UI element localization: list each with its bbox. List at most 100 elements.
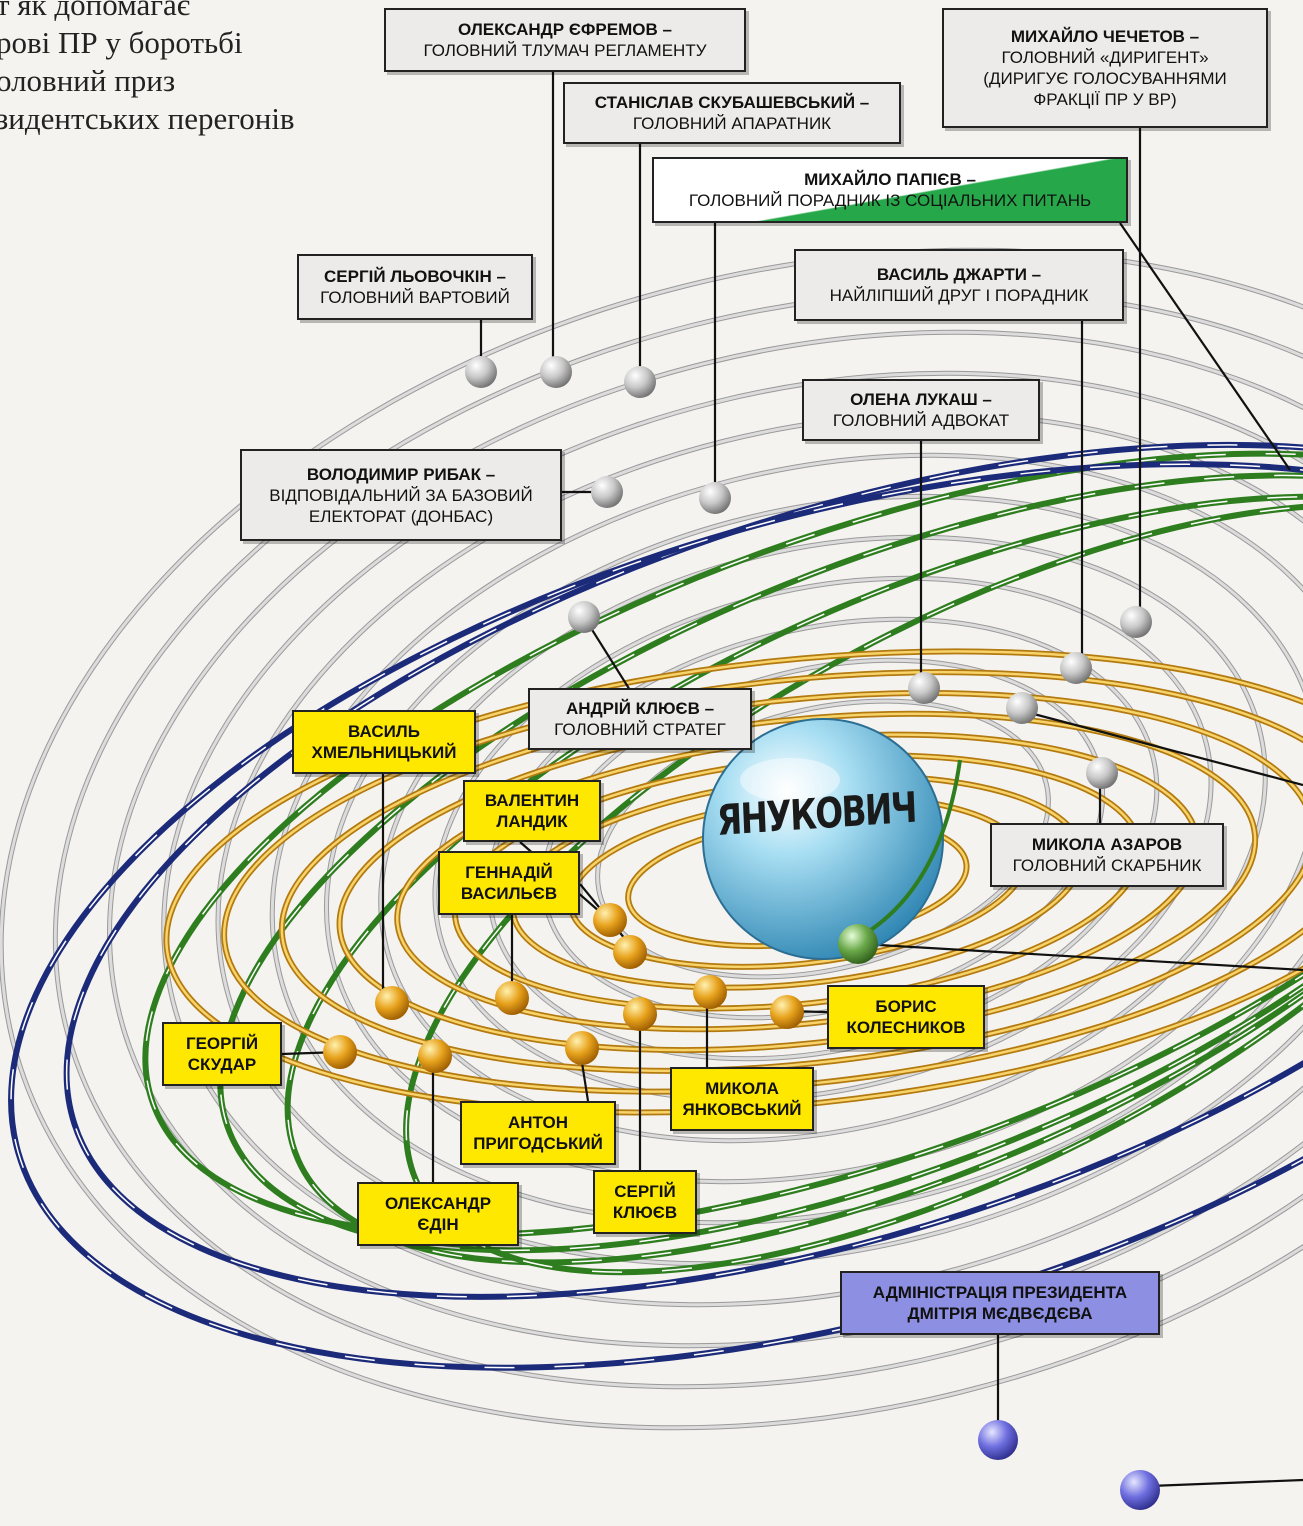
person-role: ГОЛОВНИЙ ТЛУМАЧ РЕГЛАМЕНТУ (423, 41, 707, 60)
person-name: СТАНІСЛАВ СКУБАШЕВСЬКИЙ – (594, 93, 870, 112)
person-name: ВАСИЛЬ (348, 722, 420, 741)
person-name: ЄДІН (417, 1215, 459, 1234)
grey-ball (908, 672, 940, 704)
large-orbit (217, 472, 1303, 1254)
violet-ball (1120, 1470, 1160, 1510)
grey-ball (465, 356, 497, 388)
label-skudar: ГЕОРГІЙ СКУДАР (162, 1022, 282, 1086)
label-rybak: ВОЛОДИМИР РИБАК – ВІДПОВІДАЛЬНИЙ ЗА БАЗО… (240, 449, 562, 541)
gold-ball (323, 1035, 357, 1069)
grey-ball (1006, 692, 1038, 724)
person-role: НАЙЛІПШИЙ ДРУГ І ПОРАДНИК (829, 286, 1089, 305)
person-name: ВОЛОДИМИР РИБАК – (306, 464, 496, 484)
inner-orbit-highlight (222, 670, 1303, 1093)
gold-ball (693, 975, 727, 1009)
gold-ball (375, 986, 409, 1020)
person-role: ГОЛОВНИЙ АДВОКАТ (832, 411, 1010, 430)
large-orbit-highlight (144, 452, 1303, 1236)
leader-line (861, 942, 1303, 972)
intro-line: оловний приз (0, 63, 176, 98)
label-yedin: ОЛЕКСАНДР ЄДІН (357, 1182, 519, 1246)
large-orbit-highlight (286, 495, 1303, 1264)
label-yankovskyi: МИКОЛА ЯНКОВСЬКИЙ (670, 1067, 814, 1131)
person-name: ОЛЕКСАНДР (384, 1194, 492, 1213)
label-chechetov: МИХАЙЛО ЧЕЧЕТОВ – ГОЛОВНИЙ «ДИРИГЕНТ» (Д… (942, 8, 1268, 128)
person-name: ВАСИЛЬ ДЖАРТИ – (876, 265, 1042, 284)
grey-ball (1120, 606, 1152, 638)
leader-line (1119, 222, 1291, 471)
orbit-balls (323, 356, 1160, 1510)
label-medvedev-administration: АДМІНІСТРАЦІЯ ПРЕЗИДЕНТА ДМІТРІЯ МЄДВЄДЄ… (840, 1271, 1160, 1335)
label-dzharty: ВАСИЛЬ ДЖАРТИ – НАЙЛІПШИЙ ДРУГ І ПОРАДНИ… (794, 249, 1124, 321)
label-papiiev: МИХАЙЛО ПАПІЄВ – ГОЛОВНИЙ ПОРАДНИК ІЗ СО… (652, 157, 1128, 223)
grey-ball (568, 601, 600, 633)
person-name: МИХАЙЛО ЧЕЧЕТОВ – (1010, 27, 1200, 46)
leader-line (1029, 711, 1303, 787)
label-serhii-kliuiev: СЕРГІЙ КЛЮЄВ (593, 1170, 697, 1234)
inner-orbit-highlight (165, 650, 1303, 1114)
person-role: ГОЛОВНИЙ ВАРТОВИЙ (320, 288, 510, 307)
grey-ball (540, 356, 572, 388)
person-name: КОЛЕСНИКОВ (846, 1018, 966, 1037)
gold-ball (613, 935, 647, 969)
label-pryhodskyi: АНТОН ПРИГОДСЬКИЙ (460, 1101, 616, 1165)
person-name: КЛЮЄВ (612, 1203, 678, 1222)
grey-ball (1086, 757, 1118, 789)
label-lovochkin: СЕРГІЙ ЛЬОВОЧКІН – ГОЛОВНИЙ ВАРТОВИЙ (297, 254, 533, 320)
person-role: ГОЛОВНИЙ СКАРБНИК (1012, 856, 1202, 875)
gold-ball (593, 903, 627, 937)
intro-text: т як допомагає рові ПР у боротьбі оловни… (0, 0, 416, 138)
gold-ball (770, 995, 804, 1029)
person-name: СКУДАР (187, 1055, 257, 1074)
gold-ball (565, 1031, 599, 1065)
grey-ball (699, 482, 731, 514)
person-name: БОРИС (875, 997, 937, 1016)
outer-orbit-highlight (53, 289, 1303, 1389)
label-azarov: МИКОЛА АЗАРОВ ГОЛОВНИЙ СКАРБНИК (990, 823, 1224, 887)
inner-orbit-highlight (338, 712, 1257, 1052)
org-name: АДМІНІСТРАЦІЯ ПРЕЗИДЕНТА (872, 1283, 1128, 1302)
person-role: ГОЛОВНИЙ ПОРАДНИК ІЗ СОЦІАЛЬНИХ ПИТАНЬ (688, 191, 1092, 210)
person-role: ЕЛЕКТОРАТ (ДОНБАС) (308, 506, 494, 526)
gold-ball (623, 997, 657, 1031)
person-name: ЯНКОВСЬКИЙ (682, 1100, 802, 1119)
label-kolesnikov: БОРИС КОЛЕСНИКОВ (827, 985, 985, 1049)
person-role: ФРАКЦІЇ ПР У ВР) (1033, 90, 1177, 109)
outer-orbit-highlight (270, 453, 1303, 1225)
label-andrii-kliuiev: АНДРІЙ КЛЮЄВ – ГОЛОВНИЙ СТРАТЕГ (528, 688, 752, 750)
intro-line: т як допомагає (0, 0, 191, 22)
person-name: ХМЕЛЬНИЦЬКИЙ (311, 743, 457, 762)
intro-line: рові ПР у боротьбі (0, 25, 243, 60)
outer-orbit-highlight (0, 248, 1303, 1430)
person-role: ГОЛОВНИЙ СТРАТЕГ (554, 720, 726, 739)
outer-orbit-highlight (216, 412, 1303, 1266)
person-role: ГОЛОВНИЙ «ДИРИГЕНТ» (1001, 48, 1209, 67)
gold-ball (495, 981, 529, 1015)
intro-line: зидентських перегонів (0, 101, 295, 136)
person-role: ГОЛОВНИЙ АПАРАТНИК (632, 114, 832, 133)
inner-orbit-highlight (280, 691, 1303, 1073)
person-name: АНТОН (507, 1113, 568, 1132)
outer-orbit-rings (0, 247, 1303, 1431)
leader-line (1149, 1478, 1303, 1488)
person-name: ГЕННАДІЙ (465, 863, 553, 882)
violet-ball (978, 1420, 1018, 1460)
person-role: ВІДПОВІДАЛЬНИЙ ЗА БАЗОВИЙ (269, 485, 533, 505)
person-name: ОЛЕКСАНДР ЄФРЕМОВ – (458, 20, 672, 39)
outer-orbit-highlight (596, 699, 1050, 979)
green-ball (838, 924, 878, 964)
label-landyk: ВАЛЕНТИН ЛАНДИК (463, 780, 601, 842)
person-name: АНДРІЙ КЛЮЄВ – (565, 699, 715, 718)
grey-ball (591, 476, 623, 508)
person-name: ГЕОРГІЙ (185, 1034, 259, 1053)
label-khmelnytskyi: ВАСИЛЬ ХМЕЛЬНИЦЬКИЙ (292, 710, 476, 774)
person-name: ЛАНДИК (496, 812, 568, 831)
label-lukash: ОЛЕНА ЛУКАШ – ГОЛОВНИЙ АДВОКАТ (802, 379, 1040, 441)
grey-ball (1060, 652, 1092, 684)
leader-lines (281, 72, 1303, 1488)
label-vasyliev: ГЕННАДІЙ ВАСИЛЬЄВ (438, 851, 580, 915)
label-skubashevskyi: СТАНІСЛАВ СКУБАШЕВСЬКИЙ – ГОЛОВНИЙ АПАРА… (563, 82, 901, 144)
org-name: ДМІТРІЯ МЄДВЄДЄВА (907, 1304, 1093, 1323)
gold-ball (418, 1039, 452, 1073)
person-name: СЕРГІЙ ЛЬОВОЧКІН – (324, 267, 506, 286)
